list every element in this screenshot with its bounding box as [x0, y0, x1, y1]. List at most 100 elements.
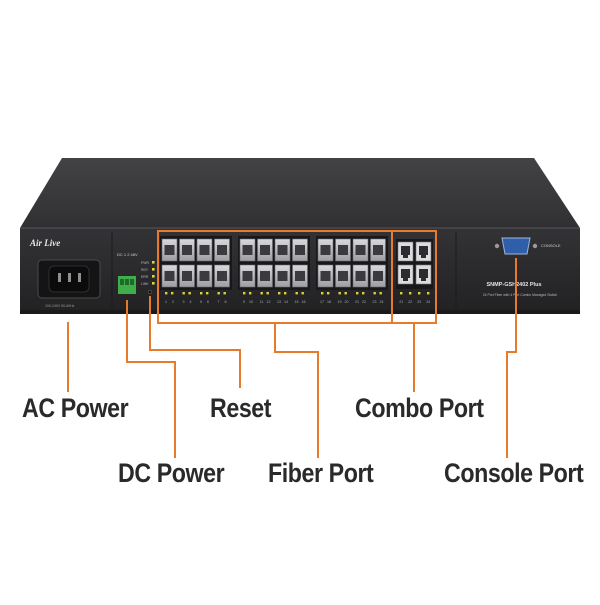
reset-label: Reset	[210, 393, 272, 423]
dc-terminal-screw	[130, 279, 134, 285]
port-number: 14	[284, 300, 288, 304]
port-led	[362, 292, 365, 295]
port-led	[260, 292, 263, 295]
port-led	[379, 292, 382, 295]
port-number: 5	[200, 300, 202, 304]
ac-power-label: AC Power	[22, 393, 129, 423]
sfp-port-opening	[164, 245, 175, 255]
port-number: 17	[320, 300, 324, 304]
port-led	[278, 292, 281, 295]
system-led	[152, 275, 155, 278]
port-led	[356, 292, 359, 295]
port-led	[427, 292, 430, 295]
port-led	[418, 292, 421, 295]
port-number: 18	[327, 300, 331, 304]
sfp-port-opening	[242, 245, 253, 255]
port-led	[284, 292, 287, 295]
leader-console-port	[506, 258, 517, 458]
system-led-tag: RDY	[141, 268, 149, 272]
console-db9-connector	[501, 237, 531, 255]
port-led	[243, 292, 246, 295]
sfp-port-opening	[164, 271, 175, 281]
sfp-port-opening	[373, 271, 383, 281]
console-port-label: Console Port	[444, 458, 584, 488]
sfp-port-opening	[217, 271, 227, 281]
port-led	[217, 292, 220, 295]
system-led-tag: LINK	[141, 282, 149, 286]
port-led	[327, 292, 330, 295]
port-number: 7	[218, 300, 220, 304]
chassis-bottom-edge	[20, 310, 580, 314]
sfp-port-opening	[338, 271, 348, 281]
port-number: 4	[190, 300, 192, 304]
port-led	[171, 292, 174, 295]
dc-terminal-screw	[125, 279, 129, 285]
sfp-port-opening	[199, 245, 210, 255]
ac-pin	[78, 273, 81, 282]
leader-fiber-port	[274, 323, 319, 458]
rj45-opening	[419, 246, 428, 258]
sfp-port-opening	[320, 271, 331, 281]
combo-port-group	[396, 239, 433, 289]
port-led	[266, 292, 269, 295]
console-tag: CONSOLE	[541, 243, 561, 248]
port-number: 1	[165, 300, 167, 304]
port-number: 11	[260, 300, 264, 304]
sfp-port-opening	[355, 245, 366, 255]
sfp-port-opening	[182, 271, 192, 281]
rj45-opening	[401, 269, 410, 281]
port-number: 9	[243, 300, 245, 304]
port-number: 23	[373, 300, 377, 304]
console-screw	[494, 243, 500, 249]
sfp-port-opening	[260, 271, 270, 281]
port-number: 8	[225, 300, 227, 304]
system-led	[152, 268, 155, 271]
port-led	[409, 292, 412, 295]
port-number: 21	[399, 300, 403, 304]
port-number: 16	[302, 300, 306, 304]
port-number: 24	[426, 300, 430, 304]
rj45-opening	[401, 246, 410, 258]
port-led	[249, 292, 252, 295]
sfp-port-opening	[260, 245, 270, 255]
sfp-port-opening	[199, 271, 210, 281]
fiber-port-label: Fiber Port	[268, 458, 374, 488]
sfp-port-opening	[277, 271, 288, 281]
console-screw	[532, 243, 538, 249]
port-led	[338, 292, 341, 295]
port-number: 10	[249, 300, 253, 304]
combo-port-label: Combo Port	[355, 393, 484, 423]
port-led	[165, 292, 168, 295]
port-number: 15	[295, 300, 299, 304]
port-number: 20	[345, 300, 349, 304]
port-number: 21	[355, 300, 359, 304]
port-number: 2	[172, 300, 174, 304]
sfp-port-opening	[355, 271, 366, 281]
rj45-opening	[419, 269, 428, 281]
port-number: 19	[338, 300, 342, 304]
model-name: SNMP-GSH2402 Plus	[486, 282, 541, 288]
dc-tag: DC 1 2 48V	[117, 252, 138, 257]
port-led	[200, 292, 203, 295]
port-number: 23	[417, 300, 421, 304]
ac-pin	[68, 273, 71, 282]
port-number: 22	[362, 300, 366, 304]
sfp-port-opening	[295, 271, 305, 281]
port-led	[206, 292, 209, 295]
brand-logo: Air Live	[29, 238, 60, 248]
ac-pin	[58, 273, 61, 282]
port-number: 13	[277, 300, 281, 304]
model-subtitle: 24 Port Fiber with 4 Port Combo Managed …	[483, 293, 558, 297]
port-number: 6	[207, 300, 209, 304]
sfp-port-opening	[217, 245, 227, 255]
port-led	[301, 292, 304, 295]
port-number: 3	[183, 300, 185, 304]
port-number: 22	[408, 300, 412, 304]
system-led	[152, 261, 155, 264]
chassis-top	[20, 158, 580, 228]
sfp-port-opening	[242, 271, 253, 281]
